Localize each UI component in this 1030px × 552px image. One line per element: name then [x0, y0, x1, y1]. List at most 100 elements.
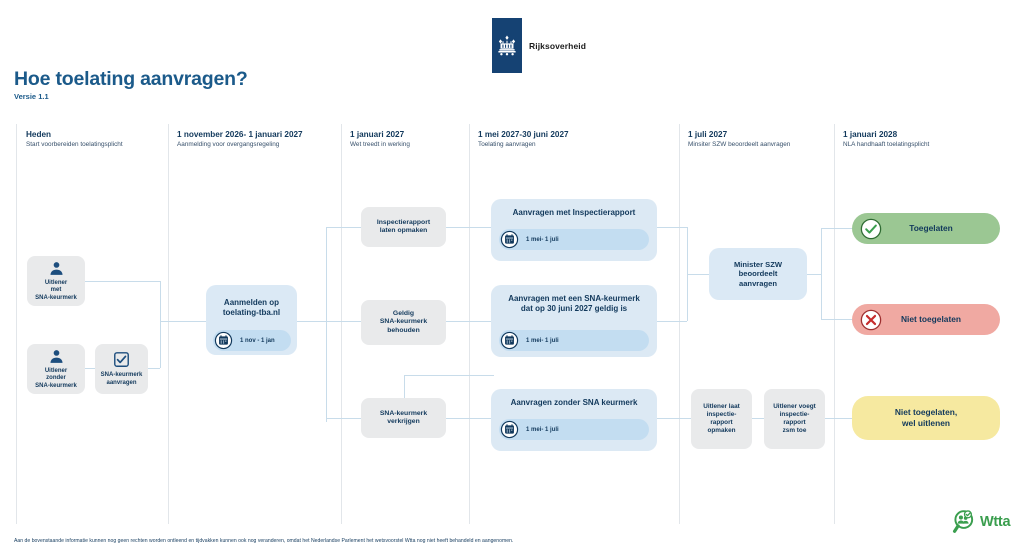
calendar-icon: [500, 230, 519, 249]
node-geldig-sna-keurmerk-behouden[interactable]: Geldig SNA-keurmerk behouden: [361, 300, 446, 345]
connector-verkrijgen-up: [404, 375, 405, 418]
node-uitlener-voegt-inspectierapport-toe[interactable]: Uitlener voegt inspectie- rapport zsm to…: [764, 389, 825, 449]
rijksoverheid-logo-text: Rijksoverheid: [529, 40, 587, 51]
node-sna-keurmerk-verkrijgen[interactable]: SNA-keurmerk verkrijgen: [361, 398, 446, 438]
connector-fan-to-geldig: [326, 321, 361, 322]
version-label: Versie 1.1: [14, 92, 49, 101]
connector-uitlener-laat-to-voegt: [752, 418, 764, 419]
calendar-icon: [214, 331, 233, 350]
connector-aanvraag2-to-bus: [657, 321, 687, 322]
date-pill-label: 1 mei- 1 juli: [526, 337, 559, 344]
column-divider-0: [16, 124, 17, 524]
connector-aanvraag3-to-uitlener-laat: [657, 418, 691, 419]
connector-hub-vertical-left: [160, 281, 161, 321]
connector-fan-vertical: [326, 227, 327, 422]
calendar-icon: [500, 420, 519, 439]
node-uitlener-met-sna[interactable]: Uitlener met SNA-keurmerk: [27, 256, 85, 306]
node-uitlener-laat-inspectierapport-opmaken[interactable]: Uitlener laat inspectie- rapport opmaken: [691, 389, 752, 449]
date-pill-aanvraag-3: 1 mei- 1 juli: [499, 419, 649, 440]
node-label: SNA-keurmerk verkrijgen: [379, 409, 428, 425]
column-date: 1 juli 2027: [688, 130, 728, 139]
node-minister-szw-beoordeelt[interactable]: Minister SZW beoordeelt aanvragen: [709, 248, 807, 300]
connector-aanmelden-out: [296, 321, 326, 322]
node-inspectierapport-laten-opmaken[interactable]: Inspectierapport laten opmaken: [361, 207, 446, 247]
connector-geldig-to-aanvraag2: [446, 321, 491, 322]
outcome-label: Niet toegelaten: [900, 314, 962, 325]
column-date: Heden: [26, 130, 52, 139]
page-title: Hoe toelating aanvragen?: [14, 68, 248, 90]
column-header-aanmelding: 1 november 2026- 1 januari 2027 Aanmeldi…: [177, 130, 303, 148]
column-divider-3: [469, 124, 470, 524]
column-header-handhaving: 1 januari 2028 NLA handhaaft toelatingsp…: [843, 130, 929, 148]
outcome-label: Niet toegelaten, wel uitlenen: [894, 407, 958, 428]
column-divider-5: [834, 124, 835, 524]
calendar-icon: [500, 331, 519, 350]
connector-fan-to-verkrijgen: [326, 418, 361, 419]
column-divider-4: [679, 124, 680, 524]
column-date: 1 mei 2027-30 juni 2027: [478, 130, 569, 139]
column-header-heden: Heden Start voorbereiden toelatingsplich…: [26, 130, 123, 148]
column-header-toelating-aanvragen: 1 mei 2027-30 juni 2027 Toelating aanvra…: [478, 130, 569, 148]
connector-fan-to-inspectierapport: [326, 227, 361, 228]
wtta-logo: Wtta: [952, 509, 1011, 535]
disclaimer-text: Aan de bovenstaande informatie kunnen no…: [14, 538, 514, 544]
connector-outcome-bus: [821, 228, 822, 320]
column-subtitle: NLA handhaaft toelatingsplicht: [843, 141, 930, 148]
wtta-magnifier-people-icon: [952, 510, 974, 533]
node-label: Aanvragen met Inspectierapport: [512, 208, 636, 217]
connector-verkrijgen-up-h: [404, 375, 494, 376]
date-pill-label: 1 mei- 1 juli: [526, 426, 559, 433]
connector-uitlener-met-to-hub: [85, 281, 160, 282]
outcome-label: Toegelaten: [909, 223, 953, 234]
node-label: SNA-keurmerk aanvragen: [100, 372, 143, 386]
node-label: Minister SZW beoordeelt aanvragen: [733, 259, 783, 288]
connector-inspectierapport-to-aanvraag1: [446, 227, 491, 228]
outcome-niet-toegelaten[interactable]: Niet toegelaten: [852, 304, 1000, 335]
column-subtitle: Toelating aanvragen: [478, 141, 536, 148]
node-sna-keurmerk-aanvragen[interactable]: SNA-keurmerk aanvragen: [95, 344, 148, 394]
connector-minister-out: [807, 274, 821, 275]
connector-bus-to-niet-toegelaten: [821, 319, 852, 320]
date-pill-aanvraag-1: 1 mei- 1 juli: [499, 229, 649, 250]
column-date: 1 november 2026- 1 januari 2027: [177, 130, 303, 139]
column-header-wet-in-werking: 1 januari 2027 Wet treedt in werking: [350, 130, 410, 148]
rijksoverheid-logo-bar: [492, 18, 522, 73]
node-label: Uitlener zonder SNA-keurmerk: [35, 367, 77, 389]
column-divider-1: [168, 124, 169, 524]
connector-check-to-hub: [148, 368, 160, 369]
node-label: Aanvragen met een SNA-keurmerk dat op 30…: [508, 294, 640, 313]
node-label: Geldig SNA-keurmerk behouden: [379, 309, 428, 334]
check-circle-icon: [860, 218, 882, 239]
column-divider-2: [341, 124, 342, 524]
date-pill-label: 1 mei- 1 juli: [526, 236, 559, 243]
connector-verkrijgen-to-aanvraag3: [446, 418, 491, 419]
date-pill-aanmelden: 1 nov - 1 jan: [213, 330, 291, 351]
connector-uitlener-zonder-to-check: [85, 368, 95, 369]
checkbox-checked-icon: [114, 352, 129, 367]
node-label: Aanmelden op toelating-tba.nl: [222, 298, 281, 317]
node-label: Inspectierapport laten opmaken: [376, 218, 431, 234]
column-subtitle: Minsiter SZW beoordeelt aanvragen: [688, 141, 791, 148]
date-pill-label: 1 nov - 1 jan: [240, 337, 275, 344]
person-icon: [49, 349, 63, 363]
wtta-logo-text: Wtta: [980, 514, 1011, 530]
node-uitlener-zonder-sna[interactable]: Uitlener zonder SNA-keurmerk: [27, 344, 85, 394]
outcome-niet-toegelaten-wel-uitlenen[interactable]: Niet toegelaten, wel uitlenen: [852, 396, 1000, 440]
outcome-toegelaten[interactable]: Toegelaten: [852, 213, 1000, 244]
rijksoverheid-logo: Rijksoverheid: [492, 18, 586, 73]
cross-circle-icon: [860, 309, 882, 330]
node-label: Aanvragen zonder SNA keurmerk: [510, 398, 638, 407]
date-pill-aanvraag-2: 1 mei- 1 juli: [499, 330, 649, 351]
column-date: 1 januari 2028: [843, 130, 898, 139]
royal-crest-icon: [498, 35, 516, 55]
column-subtitle: Start voorbereiden toelatingsplicht: [26, 141, 123, 148]
connector-hub-vertical-right: [160, 321, 161, 368]
person-icon: [49, 261, 63, 275]
connector-bus-to-toegelaten: [821, 228, 852, 229]
column-subtitle: Wet treedt in werking: [350, 141, 410, 148]
connector-hub-to-aanmelden: [160, 321, 210, 322]
column-subtitle: Aanmelding voor overgangsregeling: [177, 141, 280, 148]
connector-aanvraag1-to-bus: [657, 227, 687, 228]
node-label: Uitlener laat inspectie- rapport opmaken: [703, 403, 740, 434]
